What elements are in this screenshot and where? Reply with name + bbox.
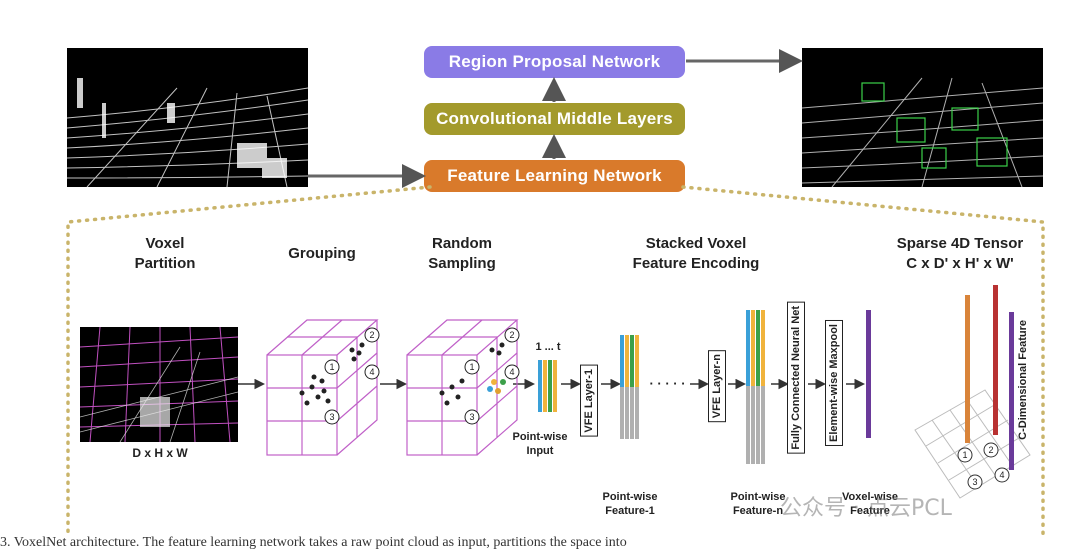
sampling-marker-4: 4 xyxy=(509,367,514,377)
sampling-marker-3: 3 xyxy=(469,412,474,422)
grouping-marker-3: 3 xyxy=(329,412,334,422)
input-point-cloud-image xyxy=(67,48,308,187)
pointwise-input-label: Point-wise Input xyxy=(512,431,568,457)
input-point-cloud-drawing xyxy=(67,78,308,187)
svfe-title: Stacked Voxel Feature Encoding xyxy=(632,235,760,272)
region-proposal-network-box: Region Proposal Network xyxy=(424,46,685,78)
convolutional-middle-layers-box: Convolutional Middle Layers xyxy=(424,103,685,135)
watermark-text: 公众号 · 点云PCL xyxy=(780,496,952,521)
sampling-marker-1: 1 xyxy=(469,362,474,372)
dotted-expansion-outline xyxy=(66,185,1045,538)
one-to-t-label: 1 ... t xyxy=(535,341,561,353)
grouping-marker-2: 2 xyxy=(369,330,374,340)
output-detection-image xyxy=(802,48,1043,187)
grouping-marker-4: 4 xyxy=(369,367,374,377)
c-dimensional-feature-label: C-Dimensional Feature xyxy=(1017,320,1029,440)
grouping-title: Grouping xyxy=(288,245,356,262)
sparse-marker-4: 4 xyxy=(999,470,1004,480)
element-wise-maxpool-box: Element-wise Maxpool xyxy=(825,320,843,446)
voxel-wise-feature-bar xyxy=(866,310,871,438)
vfe-layer-n-box: VFE Layer-n xyxy=(708,350,726,423)
sparse-marker-2: 2 xyxy=(988,445,993,455)
voxel-wise-feature-label: Voxel-wise Feature xyxy=(841,491,899,517)
sparse-marker-3: 3 xyxy=(972,477,977,487)
voxel-partition-image xyxy=(80,327,238,442)
dots-ellipsis: · · · · · xyxy=(649,376,686,391)
pointwise-feature-n-bars xyxy=(746,310,765,464)
fully-connected-nn-box: Fully Connected Neural Net xyxy=(787,302,805,454)
pointwise-feature-1-bars xyxy=(620,335,639,439)
pointwise-feature-1-label: Point-wise Feature-1 xyxy=(602,491,658,517)
sampling-voxel-grid: 2 1 4 3 xyxy=(406,319,520,456)
vfe-layer-1-box: VFE Layer-1 xyxy=(580,365,598,437)
feature-learning-network-box: Feature Learning Network xyxy=(424,160,685,192)
voxel-partition-title: Voxel Partition xyxy=(134,235,196,272)
grouping-marker-1: 1 xyxy=(329,362,334,372)
random-sampling-title: Random Sampling xyxy=(428,235,496,272)
voxel-dims-label: D x H x W xyxy=(132,446,188,460)
voxel-grid-drawing xyxy=(80,327,238,442)
grouping-voxel-grid: 2 1 4 3 xyxy=(266,319,380,456)
sampling-marker-2: 2 xyxy=(509,330,514,340)
sparse-tensor-drawing: 1 2 3 4 xyxy=(914,285,1031,499)
pointwise-feature-n-label: Point-wise Feature-n xyxy=(730,491,786,517)
sparse-tensor-title: Sparse 4D Tensor C x D' x H' x W' xyxy=(896,235,1024,272)
sparse-marker-1: 1 xyxy=(962,450,967,460)
output-detection-drawing xyxy=(802,77,1043,187)
pointwise-input-bars xyxy=(538,360,557,412)
figure-caption: 3. VoxelNet architecture. The feature le… xyxy=(0,536,627,550)
